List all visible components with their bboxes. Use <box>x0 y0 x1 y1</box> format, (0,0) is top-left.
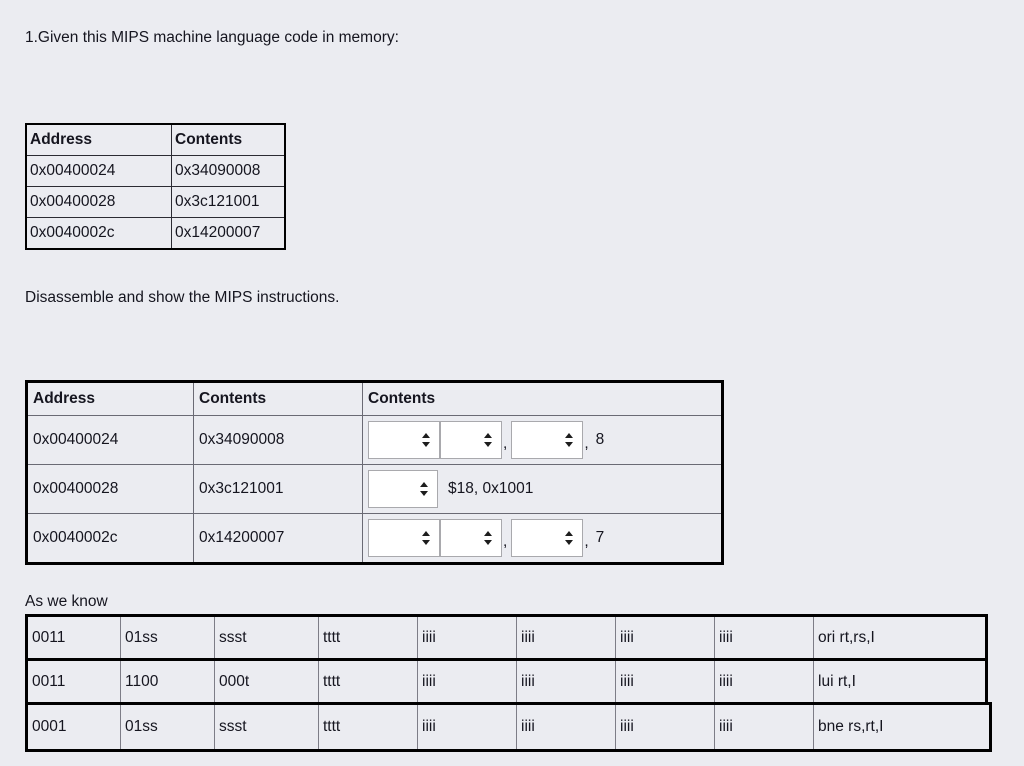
table-row: 0001 01ss ssst tttt iiii iiii iiii iiii … <box>26 703 991 751</box>
updown-arrow-icon <box>484 531 493 545</box>
instruction-builder-row-3: , , 7 <box>368 514 716 562</box>
encoding-field-6: iiii <box>516 659 616 705</box>
separator-comma-1: , <box>503 435 508 453</box>
disasm-header-contents: Contents <box>193 381 363 416</box>
encoding-field-3: ssst <box>214 703 319 751</box>
encoding-field-5: iiii <box>417 659 517 705</box>
encoding-field-3: ssst <box>214 615 319 661</box>
disasm-cell-address: 0x0040002c <box>26 513 194 564</box>
encoding-field-6: iiii <box>516 703 616 751</box>
memory-cell-contents: 0x3c121001 <box>171 186 286 218</box>
encoding-field-1: 0011 <box>26 615 121 661</box>
encoding-field-7: iiii <box>615 703 715 751</box>
encoding-field-7: iiii <box>615 615 715 661</box>
encoding-field-8: iiii <box>714 615 814 661</box>
encoding-field-5: iiii <box>417 615 517 661</box>
encoding-mnemonic: lui rt,I <box>813 659 987 705</box>
separator-comma-2: , <box>584 435 589 453</box>
disasm-cell-instruction: , , 8 <box>362 415 723 465</box>
rs-register-select-row-3[interactable] <box>440 519 502 557</box>
memory-cell-address: 0x0040002c <box>25 217 172 250</box>
table-row: 0x00400024 0x34090008 <box>25 155 286 187</box>
updown-arrow-icon <box>420 482 429 496</box>
memory-header-contents: Contents <box>171 123 286 156</box>
disasm-cell-address: 0x00400028 <box>26 464 194 514</box>
instruction-builder-row-2: $18, 0x1001 <box>368 465 716 513</box>
opcode-select-row-1[interactable] <box>368 421 440 459</box>
opcode-select-row-2[interactable] <box>368 470 438 508</box>
encoding-field-4: tttt <box>318 615 418 661</box>
operands-text-row-2: $18, 0x1001 <box>448 480 534 497</box>
memory-table: Address Contents 0x00400024 0x34090008 0… <box>25 123 286 250</box>
encoding-field-1: 0001 <box>26 703 121 751</box>
encoding-mnemonic: bne rs,rt,I <box>813 703 991 751</box>
encoding-field-8: iiii <box>714 659 814 705</box>
disasm-header-instruction: Contents <box>362 381 723 416</box>
opcode-select-row-3[interactable] <box>368 519 440 557</box>
disasm-cell-contents: 0x3c121001 <box>193 464 363 514</box>
encoding-table-row-ori: 0011 01ss ssst tttt iiii iiii iiii iiii … <box>25 614 988 662</box>
disasm-cell-contents: 0x34090008 <box>193 415 363 465</box>
encoding-mnemonic: ori rt,rs,I <box>813 615 987 661</box>
table-row: 0x00400028 0x3c121001 <box>25 186 286 218</box>
encoding-field-2: 1100 <box>120 659 215 705</box>
encoding-field-4: tttt <box>318 659 418 705</box>
table-header-row: Address Contents <box>25 123 286 156</box>
updown-arrow-icon <box>565 531 574 545</box>
updown-arrow-icon <box>484 433 493 447</box>
encoding-field-2: 01ss <box>120 703 215 751</box>
memory-cell-contents: 0x14200007 <box>171 217 286 250</box>
separator-comma-2: , <box>584 533 589 551</box>
memory-cell-contents: 0x34090008 <box>171 155 286 187</box>
memory-header-address: Address <box>25 123 172 156</box>
immediate-value-row-1: 8 <box>595 431 605 448</box>
encoding-field-4: tttt <box>318 703 418 751</box>
encoding-field-7: iiii <box>615 659 715 705</box>
encoding-field-2: 01ss <box>120 615 215 661</box>
immediate-value-row-3: 7 <box>595 529 605 546</box>
memory-cell-address: 0x00400028 <box>25 186 172 218</box>
rt-register-select-row-1[interactable] <box>440 421 502 459</box>
encoding-field-5: iiii <box>417 703 517 751</box>
instruction-builder-row-1: , , 8 <box>368 416 716 464</box>
table-row: 0x0040002c 0x14200007 , <box>26 513 723 564</box>
disasm-header-address: Address <box>26 381 194 416</box>
disasm-cell-address: 0x00400024 <box>26 415 194 465</box>
table-row: 0011 1100 000t tttt iiii iiii iiii iiii … <box>26 659 987 705</box>
disassembly-answer-table: Address Contents Contents 0x00400024 0x3… <box>25 380 724 565</box>
rt-register-select-row-3[interactable] <box>511 519 584 557</box>
encoding-table-row-lui: 0011 1100 000t tttt iiii iiii iiii iiii … <box>25 658 988 706</box>
table-row: 0x0040002c 0x14200007 <box>25 217 286 250</box>
table-row: 0x00400024 0x34090008 , <box>26 415 723 465</box>
table-header-row: Address Contents Contents <box>26 381 723 416</box>
encoding-field-3: 000t <box>214 659 319 705</box>
disassemble-instruction-text: Disassemble and show the MIPS instructio… <box>25 289 340 306</box>
encoding-field-6: iiii <box>516 615 616 661</box>
encoding-field-8: iiii <box>714 703 814 751</box>
updown-arrow-icon <box>422 531 431 545</box>
updown-arrow-icon <box>422 433 431 447</box>
as-we-know-label: As we know <box>25 593 108 610</box>
disasm-cell-contents: 0x14200007 <box>193 513 363 564</box>
table-row: 0x00400028 0x3c121001 $18, 0x1001 <box>26 464 723 514</box>
encoding-field-1: 0011 <box>26 659 121 705</box>
separator-comma-1: , <box>503 533 508 551</box>
question-title: 1.Given this MIPS machine language code … <box>25 29 399 46</box>
table-row: 0011 01ss ssst tttt iiii iiii iiii iiii … <box>26 615 987 661</box>
encoding-table-row-bne: 0001 01ss ssst tttt iiii iiii iiii iiii … <box>25 702 992 752</box>
disasm-cell-instruction: , , 7 <box>362 513 723 564</box>
memory-cell-address: 0x00400024 <box>25 155 172 187</box>
disasm-cell-instruction: $18, 0x1001 <box>362 464 723 514</box>
rs-register-select-row-1[interactable] <box>511 421 584 459</box>
updown-arrow-icon <box>565 433 574 447</box>
